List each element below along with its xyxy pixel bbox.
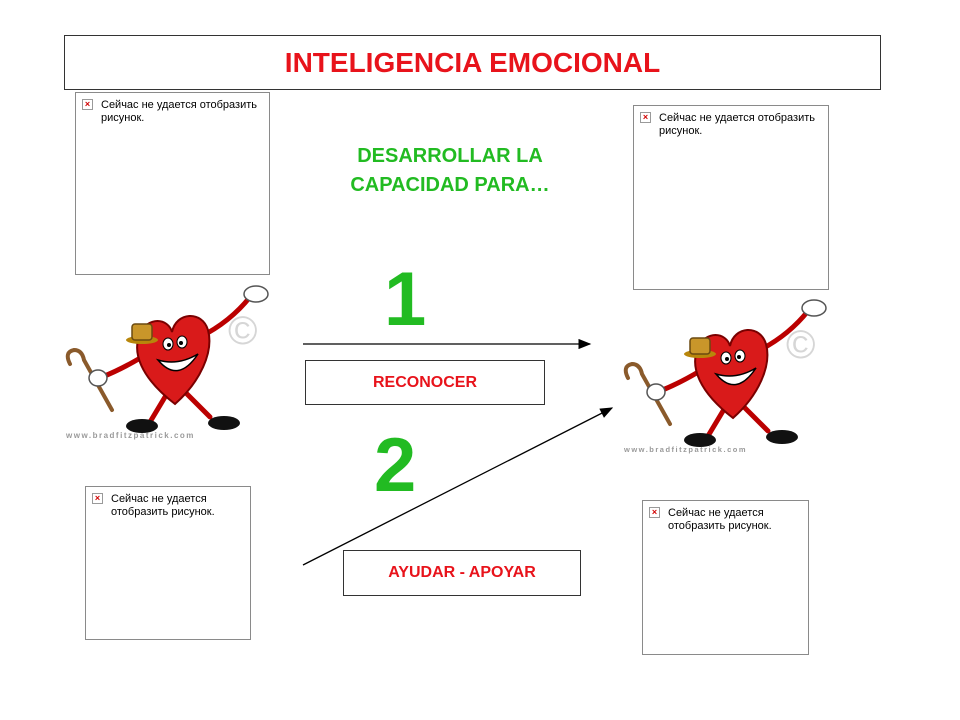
- shoe-icon: [208, 416, 240, 430]
- glove-icon: [801, 299, 827, 317]
- page-title: INTELIGENCIA EMOCIONAL: [284, 46, 661, 78]
- title-box: INTELIGENCIA EMOCIONAL: [64, 35, 881, 90]
- broken-image-icon: ×: [640, 112, 651, 123]
- hat-icon: [689, 337, 711, 355]
- step-2-number: 2: [374, 423, 417, 508]
- broken-image-icon: ×: [649, 507, 660, 518]
- arrow-ayudar: [302, 407, 614, 566]
- hat-icon: [131, 323, 153, 341]
- shoe-icon: [766, 430, 798, 444]
- step-1-label: RECONOCER: [305, 360, 545, 405]
- broken-image-bottom-left: × Сейчас не удается отобразить рисунок.: [85, 486, 251, 640]
- broken-image-message: Сейчас не удается отобразить рисунок.: [101, 99, 257, 124]
- glove-icon: [646, 383, 666, 401]
- broken-image-icon: ×: [92, 493, 103, 504]
- shoe-icon: [684, 433, 716, 447]
- broken-image-message: Сейчас не удается отобразить рисунок.: [111, 493, 215, 518]
- broken-image-message: Сейчас не удается отобразить рисунок.: [668, 507, 772, 532]
- watermark-text: www.bradfitzpatrick.com: [623, 445, 747, 454]
- step-2-label: AYUDAR - APOYAR: [343, 550, 581, 596]
- broken-image-top-right: × Сейчас не удается отобразить рисунок.: [633, 105, 829, 290]
- shoe-icon: [126, 419, 158, 433]
- cane-icon: [65, 347, 114, 412]
- intro-text: DESARROLLAR LA CAPACIDAD PARA…: [350, 145, 550, 196]
- glove-icon: [88, 369, 108, 387]
- glove-icon: [243, 285, 269, 303]
- cane-icon: [623, 361, 672, 426]
- heart-mascot-right: © www.bradfitzpatrick.com: [623, 299, 827, 454]
- watermark-text: www.bradfitzpatrick.com: [65, 431, 195, 440]
- step-1-number: 1: [384, 257, 427, 342]
- broken-image-icon: ×: [82, 99, 93, 110]
- heart-mascot-left: © www.bradfitzpatrick.com: [65, 285, 269, 440]
- broken-image-message: Сейчас не удается отобразить рисунок.: [659, 112, 815, 137]
- broken-image-top-left: × Сейчас не удается отобразить рисунок.: [75, 92, 270, 275]
- broken-image-bottom-right: × Сейчас не удается отобразить рисунок.: [642, 500, 809, 655]
